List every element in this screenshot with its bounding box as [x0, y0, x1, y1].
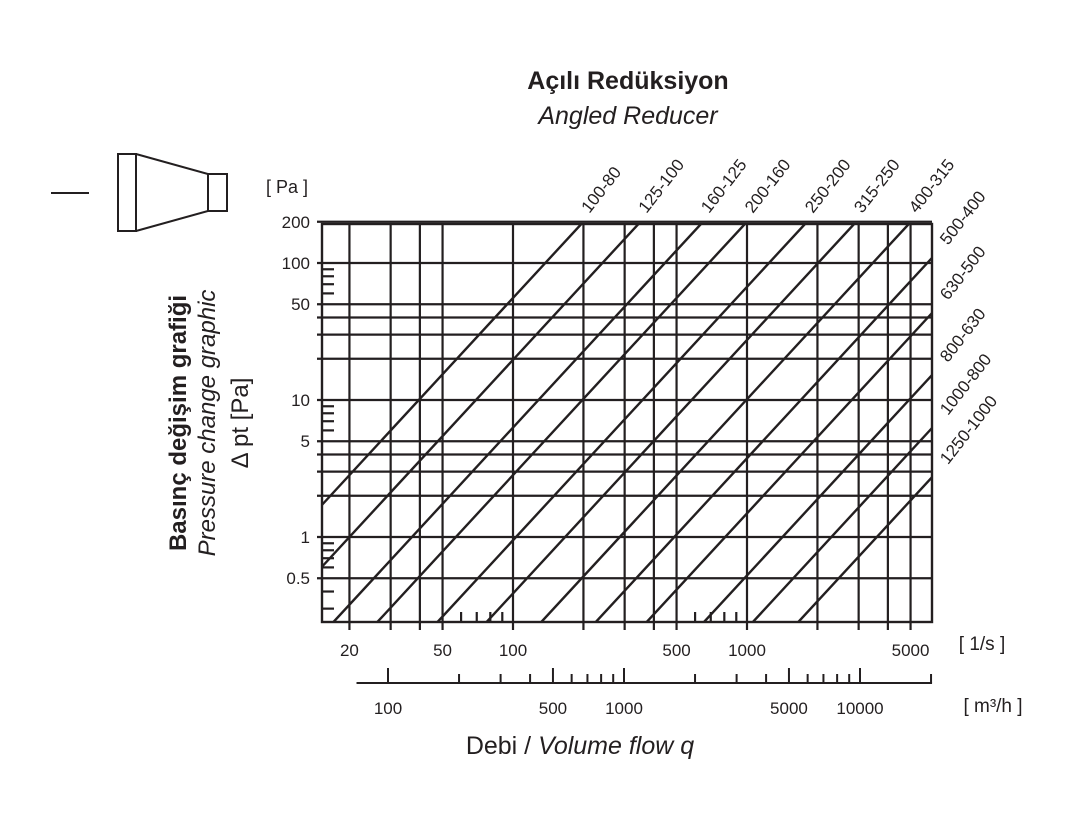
curve-630-500: [645, 312, 932, 622]
x-unit-label: [ 1/s ]: [959, 634, 1005, 655]
y-axis-title: Basınç değişim grafiği Pressure change g…: [165, 290, 254, 557]
plot-frame: [320, 222, 934, 624]
y-tick-label: 5: [301, 432, 310, 451]
y-axis-symbol: Δ pt [Pa]: [227, 378, 254, 469]
curve-400-315: [540, 224, 910, 622]
curve-1250-1000: [797, 476, 932, 622]
x2-tick-label: 5000: [770, 699, 808, 718]
secondary-x-axis: 100 500 1000 5000 10000: [356, 668, 933, 718]
x-tick-label: 1000: [728, 641, 766, 660]
curve-label: 500-400: [936, 187, 989, 248]
curve-1000-800: [752, 427, 932, 622]
x-tick-label: 100: [499, 641, 527, 660]
y-tick-label: 10: [291, 391, 310, 410]
curve-label: 125-100: [635, 156, 688, 217]
curve-160-125: [332, 224, 702, 622]
curve-250-200: [436, 224, 806, 622]
curve-label: 160-125: [697, 156, 750, 217]
reducer-icon: [51, 153, 228, 232]
curve-800-630: [703, 374, 932, 622]
curve-200-160: [376, 224, 746, 622]
x-axis-title: Debi / Volume flow q: [466, 732, 694, 760]
x-tick-label: 5000: [892, 641, 930, 660]
curve-label: 400-315: [905, 156, 958, 217]
y-tick-labels: 200 100 50 10 5 1 0.5: [282, 213, 310, 588]
y-tick-label: 200: [282, 213, 310, 232]
x-tick-label: 20: [340, 641, 359, 660]
curve-315-250: [485, 224, 855, 622]
curves: [322, 224, 932, 622]
grid: [317, 220, 932, 630]
curve-label: 200-160: [741, 156, 794, 217]
curve-100-80: [322, 224, 583, 506]
curve-label: 250-200: [801, 156, 854, 217]
y-tick-label: 50: [291, 295, 310, 314]
x2-tick-label: 10000: [836, 699, 883, 718]
curve-500-400: [594, 257, 932, 622]
chart-subtitle: Angled Reducer: [536, 102, 719, 130]
curve-label: 100-80: [578, 163, 626, 216]
y-unit-label: [ Pa ]: [266, 177, 308, 197]
chart-title: Açılı Redüksiyon: [527, 67, 728, 95]
x2-tick-label: 500: [539, 699, 567, 718]
x-axis-title-en: Volume flow q: [538, 732, 694, 760]
x-tick-label: 50: [433, 641, 452, 660]
y-tick-label: 100: [282, 254, 310, 273]
x-tick-label: 500: [662, 641, 690, 660]
curve-label: 315-250: [850, 156, 903, 217]
curve-125-100: [322, 224, 640, 568]
x2-tick-label: 100: [374, 699, 402, 718]
y-axis-title-tr: Basınç değişim grafiği: [165, 295, 192, 551]
x2-unit-label: [ m³/h ]: [963, 696, 1022, 717]
x2-tick-label: 1000: [605, 699, 643, 718]
curve-label: 630-500: [936, 243, 989, 304]
y-axis-title-en: Pressure change graphic: [194, 290, 221, 557]
y-tick-label: 1: [301, 528, 310, 547]
x-tick-labels: 20 50 100 500 1000 5000: [340, 641, 929, 660]
y-tick-label: 0.5: [286, 569, 310, 588]
x-axis-title-tr: Debi /: [466, 732, 538, 760]
